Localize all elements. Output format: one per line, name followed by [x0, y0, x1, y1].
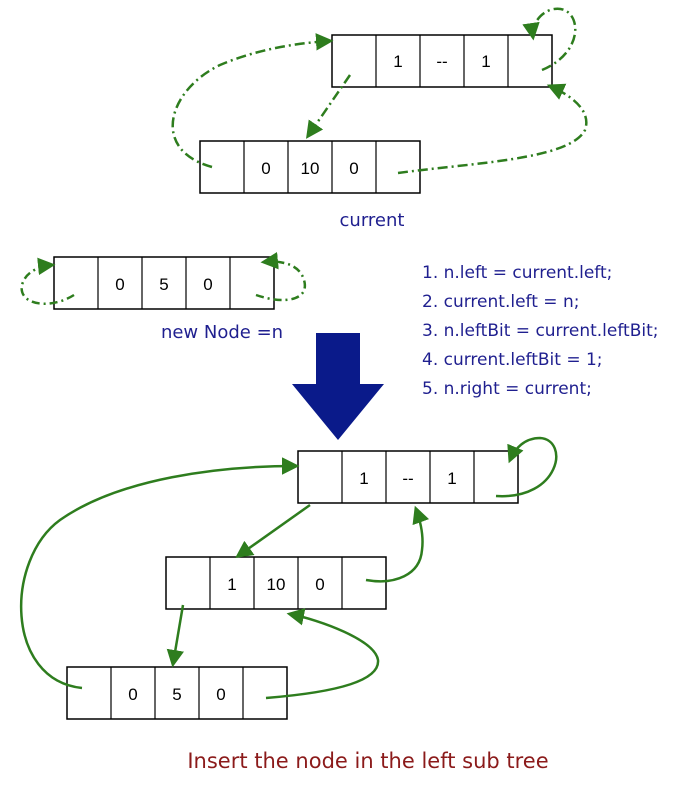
current-right-thread-solid-arrow: [365, 505, 430, 583]
current-right-thread-arrow: [397, 83, 588, 175]
new-node-cell-left-bit: 0: [115, 275, 124, 294]
new-node-right-self-arrow: [255, 251, 307, 302]
new-node-self-arrows: [20, 251, 307, 305]
new-node-left-self-arrow: [20, 257, 75, 305]
new-node-left-thread-solid-arrow: [19, 457, 300, 690]
top-root-cell-data: --: [436, 52, 447, 71]
bottom-new-cell-left-bit: 0: [128, 685, 137, 704]
step-5: 5. n.right = current;: [422, 379, 592, 399]
diagram-caption: Insert the node in the left sub tree: [187, 749, 548, 773]
bottom-root-cell-left-bit: 1: [359, 469, 368, 488]
top-current-cell-right-bit: 0: [349, 159, 358, 178]
current-left-thread-arrow: [171, 33, 334, 169]
bottom-current-cell-data: 10: [267, 575, 286, 594]
bottom-new-cell-right-bit: 0: [216, 685, 225, 704]
bottom-current-cell-left-bit: 1: [227, 575, 236, 594]
new-node-cell-right-bit: 0: [203, 275, 212, 294]
top-current-cell-data: 10: [301, 159, 320, 178]
top-root-cell-left-bit: 1: [393, 52, 402, 71]
root-self-thread-arrow: [522, 7, 577, 72]
current-left-child-arrow: [166, 604, 185, 668]
step-1: 1. n.left = current.left;: [422, 263, 612, 283]
bottom-root-cell-data: --: [402, 469, 413, 488]
new-node-right-thread-solid-arrow: [265, 608, 380, 700]
root-self-thread-solid-arrow: [495, 436, 558, 498]
step-3: 3. n.leftBit = current.leftBit;: [422, 321, 658, 341]
step-4: 4. current.leftBit = 1;: [422, 350, 603, 370]
top-current-cell-left-bit: 0: [261, 159, 270, 178]
bottom-current-node: 1 10 0: [165, 556, 387, 610]
root-left-to-current-arrow: [306, 74, 352, 139]
steps-list: 1. n.left = current.left; 2. current.lef…: [422, 263, 658, 399]
step-2: 2. current.left = n;: [422, 292, 579, 312]
new-node-label: new Node =n: [161, 322, 283, 343]
bottom-new-node: 0 5 0: [66, 666, 288, 720]
top-root-node: 1 -- 1: [331, 34, 553, 88]
transition-down-arrow: [292, 333, 384, 440]
bottom-new-cell-data: 5: [172, 685, 181, 704]
bottom-root-node: 1 -- 1: [297, 450, 519, 504]
bottom-root-cell-right-bit: 1: [447, 469, 456, 488]
bottom-current-cell-right-bit: 0: [315, 575, 324, 594]
new-node: 0 5 0: [53, 256, 275, 310]
root-left-child-arrow: [235, 503, 311, 559]
top-root-cell-right-bit: 1: [481, 52, 490, 71]
bottom-pointer-arrows: [19, 436, 558, 700]
new-node-cell-data: 5: [159, 275, 168, 294]
current-label: current: [340, 210, 405, 231]
top-thread-arrows: [171, 7, 588, 175]
top-current-node: 0 10 0: [199, 140, 421, 194]
